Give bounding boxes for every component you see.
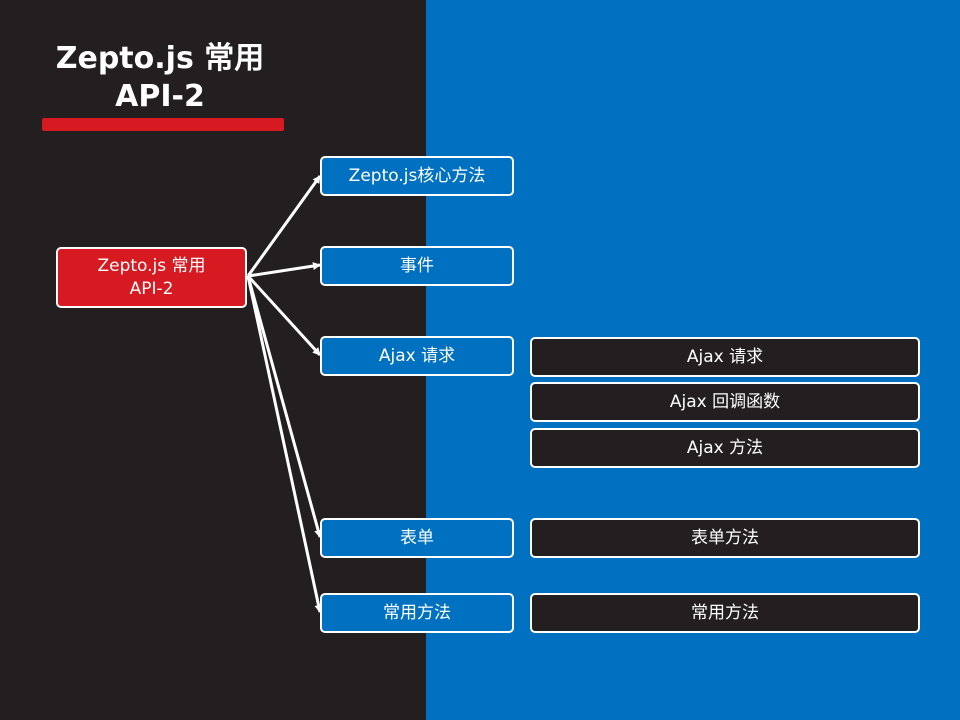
detail-form-methods: 表单方法 (530, 518, 920, 558)
detail-common-methods: 常用方法 (530, 593, 920, 633)
branch-common-methods: 常用方法 (320, 593, 514, 633)
arrow-to-core-methods (246, 175, 322, 277)
detail-ajax-methods: Ajax 方法 (530, 428, 920, 468)
root-node: Zepto.js 常用 API-2 (56, 247, 247, 308)
detail-ajax-callbacks: Ajax 回调函数 (530, 382, 920, 422)
slide-title: Zepto.js 常用 API-2 (55, 41, 265, 114)
arrow-to-ajax (246, 274, 322, 357)
detail-ajax-request: Ajax 请求 (530, 337, 920, 377)
arrow-to-common-methods (246, 275, 323, 613)
branch-events: 事件 (320, 246, 514, 286)
arrow-to-form (246, 275, 322, 538)
arrow-to-events (247, 262, 321, 278)
branch-ajax: Ajax 请求 (320, 336, 514, 376)
branch-form: 表单 (320, 518, 514, 558)
branch-core-methods: Zepto.js核心方法 (320, 156, 514, 196)
title-underline-bar (42, 118, 284, 131)
